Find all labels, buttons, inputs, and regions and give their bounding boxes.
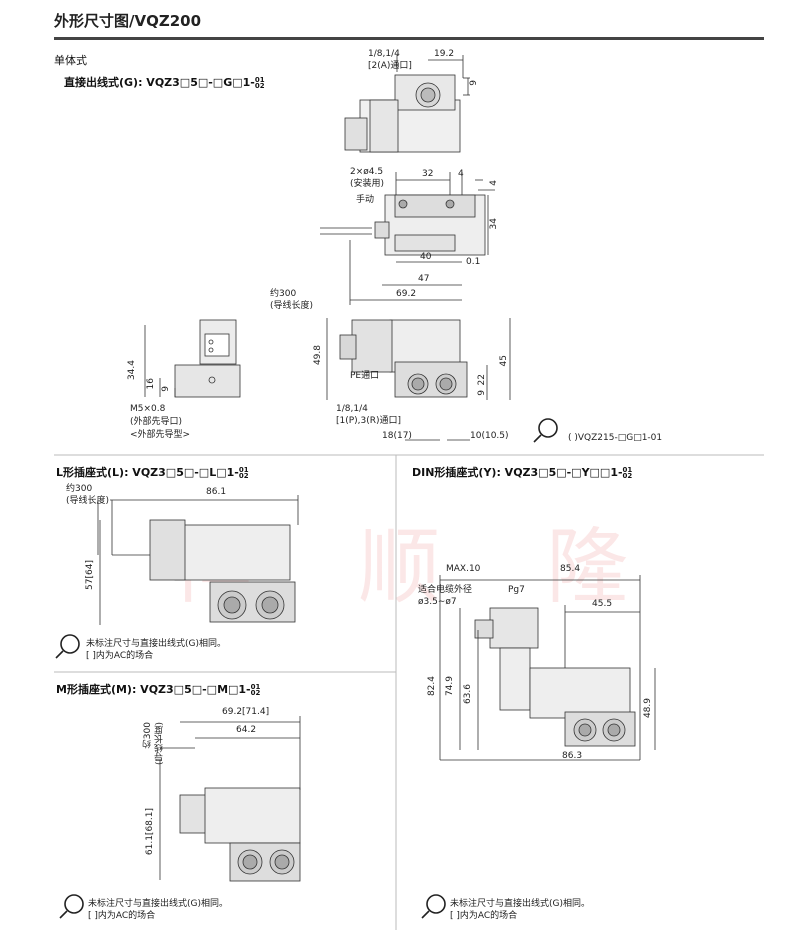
y-63-6: 63.6 [463, 684, 473, 705]
m-lead: 约300 [143, 722, 153, 749]
dim-mount: 2×ø4.5 [350, 167, 384, 177]
dim-4a: 4 [458, 169, 464, 179]
dim-m5-sub: (外部先导口) [130, 417, 183, 427]
dim-18: 18(17) [382, 431, 412, 441]
dim-port-a: 1/8,1/4 [368, 49, 400, 59]
dim-22: 22 [477, 374, 487, 386]
y-note: 未标注尺寸与直接出线式(G)相同。 [ ]内为AC的场合 [450, 898, 590, 922]
dim-port-p-sub: [1(P),3(R)通口] [336, 416, 402, 426]
dim-32: 32 [422, 169, 434, 179]
section-single-label: 单体式 [54, 54, 87, 67]
dim-lead-sub: (导线长度) [270, 301, 314, 311]
dim-34-4: 34.4 [127, 360, 137, 381]
dim-49-8: 49.8 [313, 345, 323, 366]
m-61-1: 61.1[68.1] [145, 808, 155, 856]
l-note-same: 未标注尺寸与直接出线式(G)相同。 [86, 639, 226, 649]
dim-10: 10(10.5) [470, 431, 509, 441]
y-note-ac: [ ]内为AC的场合 [450, 911, 518, 922]
y-note-same: 未标注尺寸与直接出线式(G)相同。 [450, 899, 590, 909]
page-title: 外形尺寸图/VQZ200 [54, 12, 202, 30]
title-rule [54, 37, 764, 40]
l-lead: 约300 [66, 484, 93, 494]
suffix-bottom: 02 [238, 472, 249, 480]
y-cable: 适合电缆外径 [418, 585, 473, 595]
suffix-top: 01 [250, 682, 261, 691]
m-lead-sub: (导线长度) [155, 722, 165, 766]
y-45-5: 45.5 [592, 599, 613, 609]
m-note-ac: [ ]内为AC的场合 [88, 911, 156, 922]
section-m-title-text: M形插座式(M): VQZ3□5□-□M□1- [56, 683, 251, 696]
dim-69-2: 69.2 [396, 289, 417, 299]
y-74-9: 74.9 [445, 676, 455, 697]
dim-0-1: 0.1 [466, 257, 481, 267]
suffix-bottom: 02 [250, 689, 261, 697]
l-note-ac: [ ]内为AC的场合 [86, 651, 154, 662]
dim-45: 45 [499, 355, 509, 367]
m-64-2: 64.2 [236, 725, 257, 735]
l-57: 57[64] [85, 560, 95, 590]
dim-19-2: 19.2 [434, 49, 455, 59]
suffix-top: 01 [254, 75, 265, 84]
ref-vqz215: ( )VQZ215-□G□1-01 [568, 433, 663, 443]
dim-47: 47 [418, 274, 430, 284]
dim-34: 34 [489, 218, 499, 230]
dim-9b: 9 [477, 390, 487, 396]
dim-9-top: 9 [469, 80, 479, 86]
y-cable-sub: ø3.5∼ø7 [418, 597, 457, 607]
dim-pe: PE通口 [350, 371, 380, 381]
y-82-4: 82.4 [427, 676, 437, 697]
y-max10: MAX.10 [446, 564, 481, 574]
section-y-title-text: DIN形插座式(Y): VQZ3□5□-□Y□□1- [412, 466, 623, 479]
dim-mount-sub: (安装用) [350, 179, 385, 189]
dim-lead: 约300 [270, 289, 297, 299]
y-48-9: 48.9 [643, 698, 653, 719]
suffix-top: 01 [238, 465, 249, 474]
dim-9c: 9 [161, 386, 171, 392]
dim-manual: 手动 [356, 195, 375, 205]
l-note: 未标注尺寸与直接出线式(G)相同。 [ ]内为AC的场合 [86, 638, 226, 662]
dim-m5: M5×0.8 [130, 404, 166, 414]
direct-subtitle-text: 直接出线式(G): VQZ3□5□-□G□1- [64, 76, 255, 89]
dim-16: 16 [146, 378, 156, 390]
suffix-bottom: 02 [254, 82, 265, 90]
dim-port-a-sub: [2(A)通口] [368, 61, 412, 71]
suffix-top: 01 [622, 465, 633, 474]
y-85-4: 85.4 [560, 564, 581, 574]
m-note-same: 未标注尺寸与直接出线式(G)相同。 [88, 899, 228, 909]
m-note: 未标注尺寸与直接出线式(G)相同。 [ ]内为AC的场合 [88, 898, 228, 922]
dim-4b: 4 [489, 180, 499, 186]
dim-port-p: 1/8,1/4 [336, 404, 368, 414]
dim-40: 40 [420, 252, 432, 262]
l-86-1: 86.1 [206, 487, 227, 497]
y-pg7: Pg7 [508, 585, 525, 595]
dim-m5-sub2: <外部先导型> [130, 430, 191, 440]
y-86-3: 86.3 [562, 751, 583, 761]
suffix-bottom: 02 [622, 472, 633, 480]
section-l-title-text: L形插座式(L): VQZ3□5□-□L□1- [56, 466, 239, 479]
m-69-2: 69.2[71.4] [222, 707, 270, 717]
l-lead-sub: (导线长度) [66, 496, 110, 506]
